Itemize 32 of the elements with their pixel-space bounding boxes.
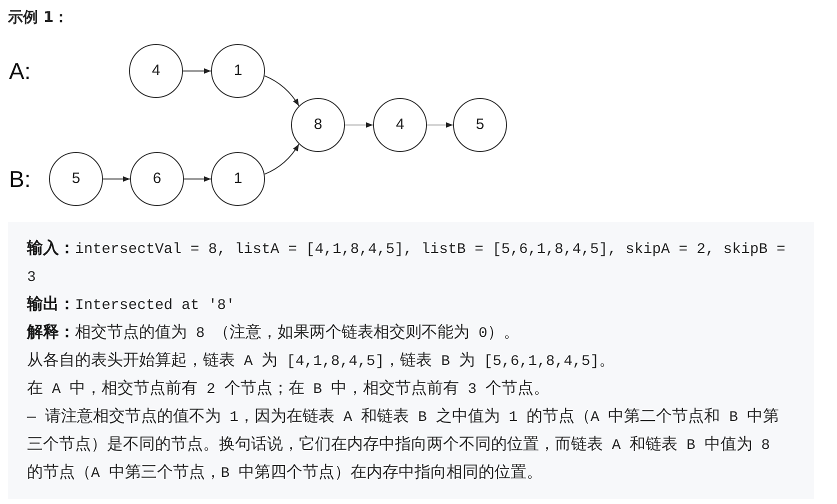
list-node-circle (129, 44, 183, 98)
arrow (184, 176, 212, 182)
example-text: 在 A 中，相交节点前有 2 个节点；在 B 中，相交节点前有 3 个节点。 (27, 377, 551, 400)
node-value: 4 (152, 62, 160, 80)
arrow (182, 68, 212, 74)
list-node-circle (211, 152, 265, 206)
list-node-circle (130, 152, 184, 206)
example-text: — 请注意相交节点的值不为 1，因为在链表 A 和链表 B 之中值为 1 的节点（A 中第二个节点和 B 中第三个节点）是不同的节点。换句话说，它们在内存中指向两个不同的位置，而链表 A 和链表 B 中值为 8 的节点（A 中第三个节点，B 中第四个节点）在内存中指向相同的位置。 (27, 405, 780, 484)
arrow (264, 144, 300, 175)
example-text: 输出：Intersected at '8' (27, 293, 236, 316)
node-value: 1 (234, 62, 242, 80)
arrow (426, 122, 454, 128)
node-value: 4 (396, 116, 404, 134)
list-node-circle (291, 98, 345, 152)
node-value: 8 (314, 116, 322, 134)
arrow (344, 122, 374, 128)
node-value: 6 (152, 170, 162, 188)
node-value: 5 (476, 116, 484, 134)
node-value: 5 (72, 170, 80, 188)
list-name-label: B: (9, 166, 31, 192)
example-text: 输入：intersectVal = 8, listA = [4,1,8,4,5], listB = [5,6,1,8,4,5], skipA = 2, skipB = 3 (27, 237, 786, 288)
list-node-circle (49, 152, 103, 206)
list-node-circle (211, 44, 265, 98)
arrow (102, 176, 130, 182)
list-node-circle (453, 98, 507, 152)
node-value: 1 (234, 170, 242, 188)
example-heading: 示例 1： (8, 8, 69, 26)
example-text: 解释：相交节点的值为 8 （注意，如果两个链表相交则不能为 0）。 (27, 321, 520, 344)
list-node-circle (373, 98, 427, 152)
example-text: 从各自的表头开始算起，链表 A 为 [4,1,8,4,5]，链表 B 为 [5,6,1,8,4,5]。 (27, 349, 616, 372)
list-name-label: A: (9, 58, 31, 84)
arrow (264, 75, 300, 106)
